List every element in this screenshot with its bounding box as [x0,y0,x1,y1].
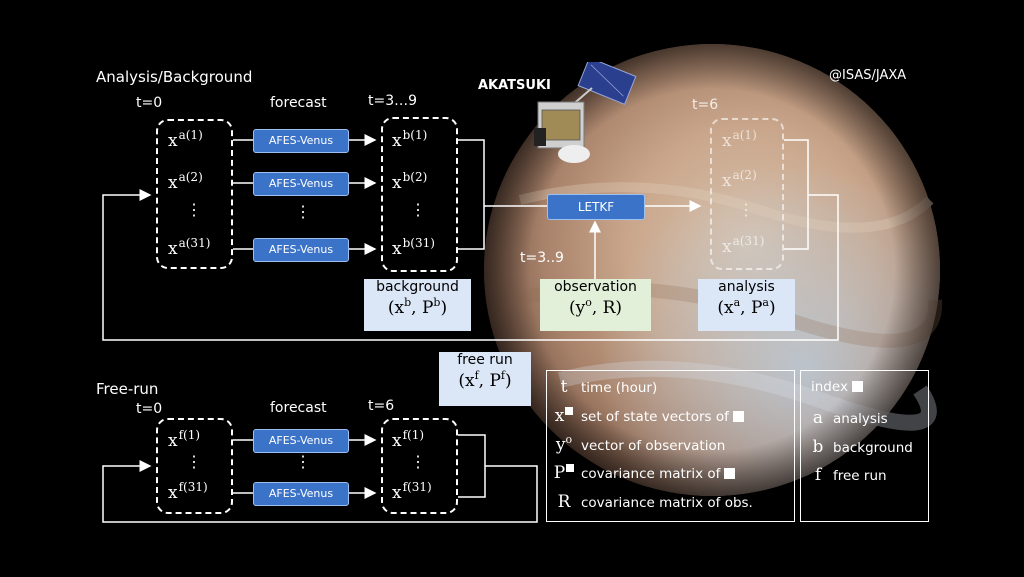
forecast-label-free-run: forecast [270,400,327,416]
state-vector: xb(2) [392,170,428,193]
state-vector: xb(31) [392,236,435,259]
section-title-free-run: Free-run [96,380,159,398]
letkf-box: LETKF [547,194,645,220]
free-run-ensemble-initial [156,418,233,514]
forecast-label: forecast [270,95,327,111]
state-vector: xa(2) [168,170,203,193]
analysis-ensemble [710,118,784,270]
ellipsis: ⋮ [738,200,754,219]
state-vector: xa(2) [722,168,757,191]
credit-label: @ISAS/JAXA [829,68,907,83]
time-label-background: t=3…9 [368,93,418,109]
model-box: AFES-Venus [253,482,349,506]
state-vector: xf(1) [392,428,425,451]
ellipsis: ⋮ [186,200,202,219]
spacecraft-label: AKATSUKI [478,78,551,93]
section-title-analysis-background: Analysis/Background [96,68,253,86]
analysis-note: analysis (xa, Pa) [698,279,795,331]
state-vector: xf(31) [392,480,432,503]
analysis-ensemble-initial [156,119,233,269]
ellipsis: ⋮ [186,452,202,471]
time-label-initial: t=0 [136,95,163,111]
time-label-observation: t=3..9 [520,250,564,266]
state-vector: xa(31) [722,234,765,257]
time-label-free-run-initial: t=0 [136,401,163,417]
time-label-analysis: t=6 [692,97,719,113]
model-box: AFES-Venus [253,429,349,453]
ellipsis: ⋮ [410,452,426,471]
index-legend-title: index [811,379,863,395]
state-vector: xa(1) [722,128,757,151]
time-label-free-run-end: t=6 [368,398,395,414]
state-vector: xf(31) [168,480,208,503]
background-note: background (xb, Pb) [364,279,471,331]
state-vector: xa(1) [168,128,203,151]
state-vector: xb(1) [392,128,428,151]
state-vector: xa(31) [168,236,211,259]
model-box: AFES-Venus [253,172,349,196]
square-placeholder-icon [851,381,863,392]
spacecraft-icon [534,62,637,163]
model-box: AFES-Venus [253,238,349,262]
free-run-ensemble-end [381,418,458,514]
square-placeholder-icon [724,468,736,479]
observation-note: observation (yo, R) [540,279,651,331]
state-vector: xf(1) [168,428,201,451]
ellipsis: ⋮ [410,200,426,219]
background-ensemble [381,117,458,272]
ellipsis: ⋮ [295,452,311,471]
ellipsis: ⋮ [295,202,311,221]
model-box: AFES-Venus [253,129,349,153]
free-run-note: free run (xf, Pf) [439,352,531,406]
square-placeholder-icon [732,411,744,422]
